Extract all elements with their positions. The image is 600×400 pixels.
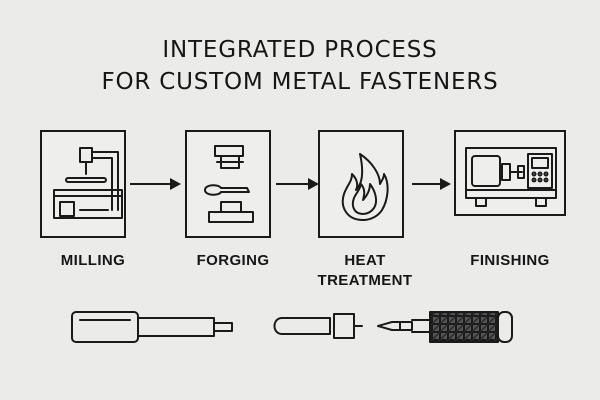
step-label-milling: MILLING <box>60 252 126 269</box>
forging-press-icon <box>204 145 254 223</box>
bolt-blank-icon <box>71 311 233 343</box>
arrow-right-icon <box>412 178 451 190</box>
step-label-heat-treatment: HEAT TREATMENT <box>295 251 435 291</box>
step-label-forging: FORGING <box>196 252 270 269</box>
step-heat-treatment-box <box>318 130 404 238</box>
step-label-treatment: TREATMENT <box>317 272 413 289</box>
arrow-right-icon <box>276 178 319 190</box>
milling-machine-icon <box>53 147 123 219</box>
fastener-illustration <box>71 311 513 343</box>
step-label-heat: HEAT <box>344 252 386 269</box>
step-milling-box <box>40 130 126 238</box>
diagram-title: INTEGRATED PROCESS FOR CUSTOM METAL FAST… <box>0 34 600 98</box>
cnc-lathe-icon <box>465 147 557 207</box>
flame-icon <box>341 153 389 221</box>
step-forging-box <box>185 130 271 238</box>
title-line-1: INTEGRATED PROCESS <box>162 37 438 63</box>
threaded-fastener-icon <box>273 311 513 343</box>
arrow-right-icon <box>130 178 181 190</box>
step-label-finishing: FINISHING <box>470 252 550 269</box>
step-finishing-box <box>454 130 566 216</box>
title-line-2: FOR CUSTOM METAL FASTENERS <box>101 69 499 95</box>
